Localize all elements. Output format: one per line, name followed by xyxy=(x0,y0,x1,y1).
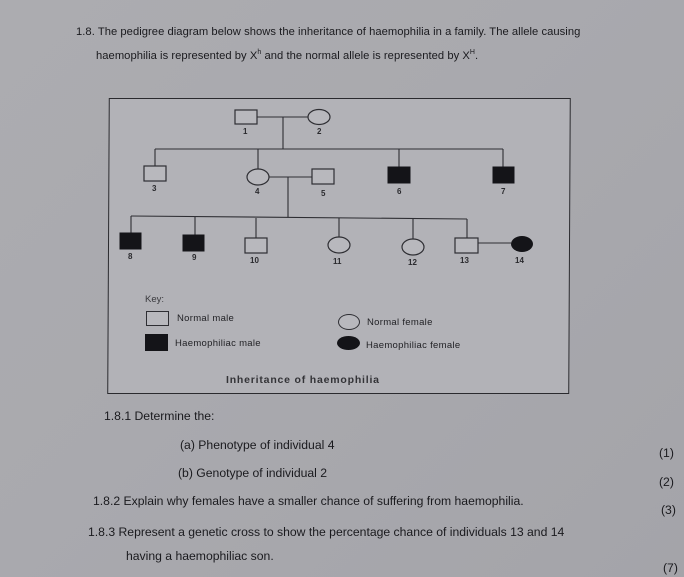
pedigree-connector-lines xyxy=(130,116,511,244)
individual-12-label: 12 xyxy=(408,258,417,267)
question-1-8-2: 1.8.2 Explain why females have a smaller… xyxy=(93,494,524,508)
diagram-caption: Inheritance of haemophilia xyxy=(226,374,380,386)
question-1-8-3-marks: (7) xyxy=(663,561,678,575)
individual-3-label: 3 xyxy=(152,184,157,193)
individual-8-label: 8 xyxy=(128,252,133,261)
individual-1-normal-male-symbol xyxy=(234,109,258,125)
individual-3-normal-male-symbol xyxy=(143,165,167,182)
individual-12-normal-female-symbol xyxy=(401,238,425,256)
individual-7-label: 7 xyxy=(501,187,506,196)
individual-8-affected-male-symbol xyxy=(119,232,142,250)
individual-14-affected-female-symbol xyxy=(511,236,533,252)
question-1-8-1-a: (a) Phenotype of individual 4 xyxy=(180,438,335,452)
individual-4-label: 4 xyxy=(255,187,260,196)
key-normal-male-label: Normal male xyxy=(177,313,235,324)
key-haemophiliac-female-label: Haemophiliac female xyxy=(366,340,461,351)
key-haemophiliac-female-icon xyxy=(337,336,360,350)
intro-text-a: haemophilia is represented by X xyxy=(96,50,258,62)
individual-11-normal-female-symbol xyxy=(327,236,351,254)
question-intro-line-1: 1.8. The pedigree diagram below shows th… xyxy=(76,26,581,38)
individual-2-label: 2 xyxy=(317,127,322,136)
individual-5-normal-male-symbol xyxy=(311,168,335,185)
question-1-8-1-title: 1.8.1 Determine the: xyxy=(104,409,215,423)
individual-1-label: 1 xyxy=(243,127,248,136)
individual-13-label: 13 xyxy=(460,256,469,265)
individual-10-normal-male-symbol xyxy=(244,237,268,254)
individual-14-label: 14 xyxy=(515,256,524,265)
key-title: Key: xyxy=(145,294,165,305)
individual-10-label: 10 xyxy=(250,256,259,265)
individual-6-label: 6 xyxy=(397,187,402,196)
individual-13-normal-male-symbol xyxy=(454,237,479,254)
individual-5-label: 5 xyxy=(321,189,326,198)
question-1-8-3-line-2: having a haemophiliac son. xyxy=(126,549,274,563)
key-normal-female-icon xyxy=(338,314,360,330)
intro-text-b: and the normal allele is represented by … xyxy=(261,50,470,62)
question-intro-line-2: haemophilia is represented by Xh and the… xyxy=(96,49,479,62)
individual-2-normal-female-symbol xyxy=(307,108,331,126)
key-normal-male-icon xyxy=(146,311,169,326)
individual-4-normal-female-symbol xyxy=(246,168,270,186)
key-haemophiliac-male-icon xyxy=(145,334,168,351)
key-normal-female-label: Normal female xyxy=(367,317,433,328)
recessive-allele-superscript: h xyxy=(257,49,262,56)
individual-11-label: 11 xyxy=(333,257,342,266)
question-1-8-3-line-1: 1.8.3 Represent a genetic cross to show … xyxy=(88,525,565,539)
intro-text-c: . xyxy=(475,50,479,62)
question-1-8-1-b-marks: (2) xyxy=(659,475,674,489)
individual-9-affected-male-symbol xyxy=(182,234,205,252)
key-haemophiliac-male-label: Haemophiliac male xyxy=(175,338,261,349)
individual-9-label: 9 xyxy=(192,253,197,262)
question-1-8-1-a-marks: (1) xyxy=(659,446,674,460)
question-1-8-1-b: (b) Genotype of individual 2 xyxy=(178,466,328,480)
dominant-allele-superscript: H xyxy=(469,49,476,56)
individual-7-affected-male-symbol xyxy=(492,166,515,184)
question-1-8-2-marks: (3) xyxy=(661,503,676,517)
individual-6-affected-male-symbol xyxy=(387,166,411,184)
